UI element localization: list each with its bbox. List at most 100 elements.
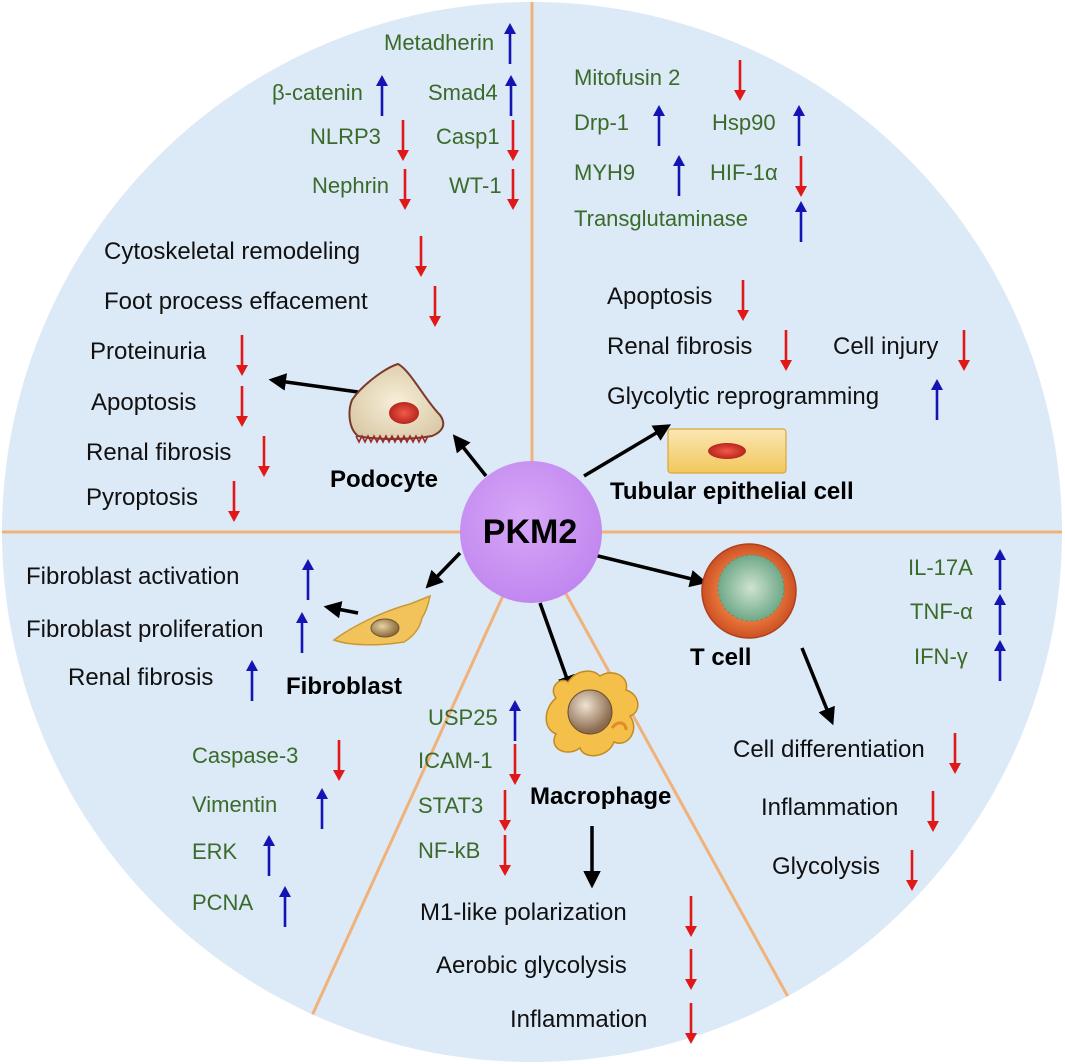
marker-label: ERK (192, 839, 238, 864)
regulation-arrow-icon (296, 612, 308, 653)
marker-label: IFN-γ (914, 644, 968, 669)
effect-label: Cell injury (833, 333, 939, 360)
regulation-arrow-icon (931, 379, 943, 420)
effect-label: Renal fibrosis (607, 333, 753, 360)
regulation-arrow-icon (499, 835, 511, 876)
tubular-cell-icon (667, 428, 787, 474)
effect-label: Inflammation (510, 1006, 648, 1033)
regulation-arrow-icon (685, 949, 697, 990)
effect-label: Glycolysis (772, 853, 881, 880)
pkm2-label: PKM2 (482, 512, 578, 551)
fibroblast-cell-icon (332, 594, 432, 646)
connector-arrows (268, 373, 835, 889)
regulation-arrow-icon (685, 896, 697, 937)
regulation-arrow-icon (509, 700, 521, 741)
effect-label: Fibroblast proliferation (26, 616, 264, 643)
marker-label: Transglutaminase (574, 206, 749, 231)
marker-label: HIF-1α (710, 160, 778, 185)
marker-label: ICAM-1 (418, 748, 493, 773)
marker-label: STAT3 (418, 793, 484, 818)
regulation-arrow-icon (906, 850, 918, 891)
regulation-arrow-icon (399, 169, 411, 210)
marker-label: Vimentin (192, 792, 278, 817)
effect-label: Cell differentiation (733, 736, 925, 763)
regulation-arrow-icon (994, 640, 1006, 681)
marker-label: β-catenin (272, 80, 363, 105)
effect-label: Inflammation (761, 794, 899, 821)
regulation-arrow-icon (994, 594, 1006, 635)
marker-label: Hsp90 (712, 110, 776, 135)
effect-label: Cytoskeletal remodeling (104, 238, 361, 265)
effect-label: Pyroptosis (86, 484, 199, 511)
marker-label: Drp-1 (574, 110, 630, 135)
marker-label: NLRP3 (310, 124, 381, 149)
marker-label: USP25 (428, 705, 498, 730)
podocyte-label: Podocyte (330, 466, 439, 493)
regulation-arrow-icon (737, 280, 749, 321)
regulation-arrow-icon (302, 559, 314, 600)
regulation-arrow-icon (316, 788, 328, 829)
marker-label: WT-1 (449, 173, 502, 198)
regulation-arrow-icon (236, 335, 248, 376)
marker-label: Smad4 (428, 80, 498, 105)
regulation-arrow-icon (795, 156, 807, 197)
regulation-arrow-icon (958, 330, 970, 371)
regulation-arrow-icon (685, 1003, 697, 1044)
marker-label: Casp1 (436, 124, 500, 149)
marker-label: Nephrin (312, 173, 390, 198)
regulation-arrow-icon (397, 120, 409, 161)
marker-label: Caspase-3 (192, 743, 299, 768)
macrophage-cell-icon (545, 670, 639, 757)
regulation-arrow-icon (246, 660, 258, 701)
regulation-arrow-icon (927, 791, 939, 832)
macrophage-label: Macrophage (530, 783, 672, 810)
podocyte-cell-icon (348, 362, 445, 444)
regulation-arrow-icon (279, 886, 291, 927)
effect-label: Apoptosis (91, 389, 197, 416)
effect-label: Glycolytic reprogramming (607, 383, 880, 410)
regulation-arrow-icon (415, 236, 427, 277)
pkm2-hub (460, 461, 602, 603)
regulation-arrow-icon (673, 155, 685, 196)
regulation-arrow-icon (507, 120, 519, 161)
regulation-arrow-icon (499, 790, 511, 831)
marker-label: PCNA (192, 890, 254, 915)
regulation-arrow-icon (333, 740, 345, 781)
marker-label: NF-kB (418, 838, 481, 863)
fibroblast-label: Fibroblast (286, 673, 403, 700)
effect-label: Apoptosis (607, 283, 713, 310)
t-cell-label: T cell (690, 644, 752, 671)
marker-label: MYH9 (574, 160, 636, 185)
regulation-arrow-icon (793, 105, 805, 146)
regulation-arrow-icon (653, 105, 665, 146)
regulation-arrow-icon (505, 75, 517, 116)
effect-label: M1-like polarization (420, 899, 627, 926)
regulation-arrow-icon (236, 386, 248, 427)
regulation-arrow-icon (507, 169, 519, 210)
effect-label: Renal fibrosis (86, 439, 232, 466)
regulation-arrow-icon (994, 549, 1006, 590)
effect-label: Fibroblast activation (26, 563, 240, 590)
regulation-arrow-icon (949, 733, 961, 774)
regulation-arrow-icon (504, 23, 516, 64)
effect-label: Aerobic glycolysis (436, 952, 627, 979)
marker-label: IL-17A (908, 555, 973, 580)
effect-label: Foot process effacement (104, 288, 368, 315)
regulation-arrow-icon (228, 481, 240, 522)
regulation-arrow-icon (429, 286, 441, 327)
marker-label: TNF-α (910, 599, 973, 624)
regulation-arrow-icon (795, 201, 807, 242)
t-cell-icon (701, 543, 797, 639)
regulation-arrow-icon (780, 330, 792, 371)
tubular-label: Tubular epithelial cell (610, 478, 854, 505)
regulation-arrow-icon (376, 75, 388, 116)
regulation-arrow-icon (734, 60, 746, 101)
regulation-arrow-icon (263, 835, 275, 876)
marker-label: Metadherin (384, 30, 495, 55)
effect-label: Renal fibrosis (68, 664, 214, 691)
regulation-arrow-icon (509, 744, 521, 785)
marker-label: Mitofusin 2 (574, 65, 681, 90)
regulation-arrow-icon (258, 436, 270, 477)
